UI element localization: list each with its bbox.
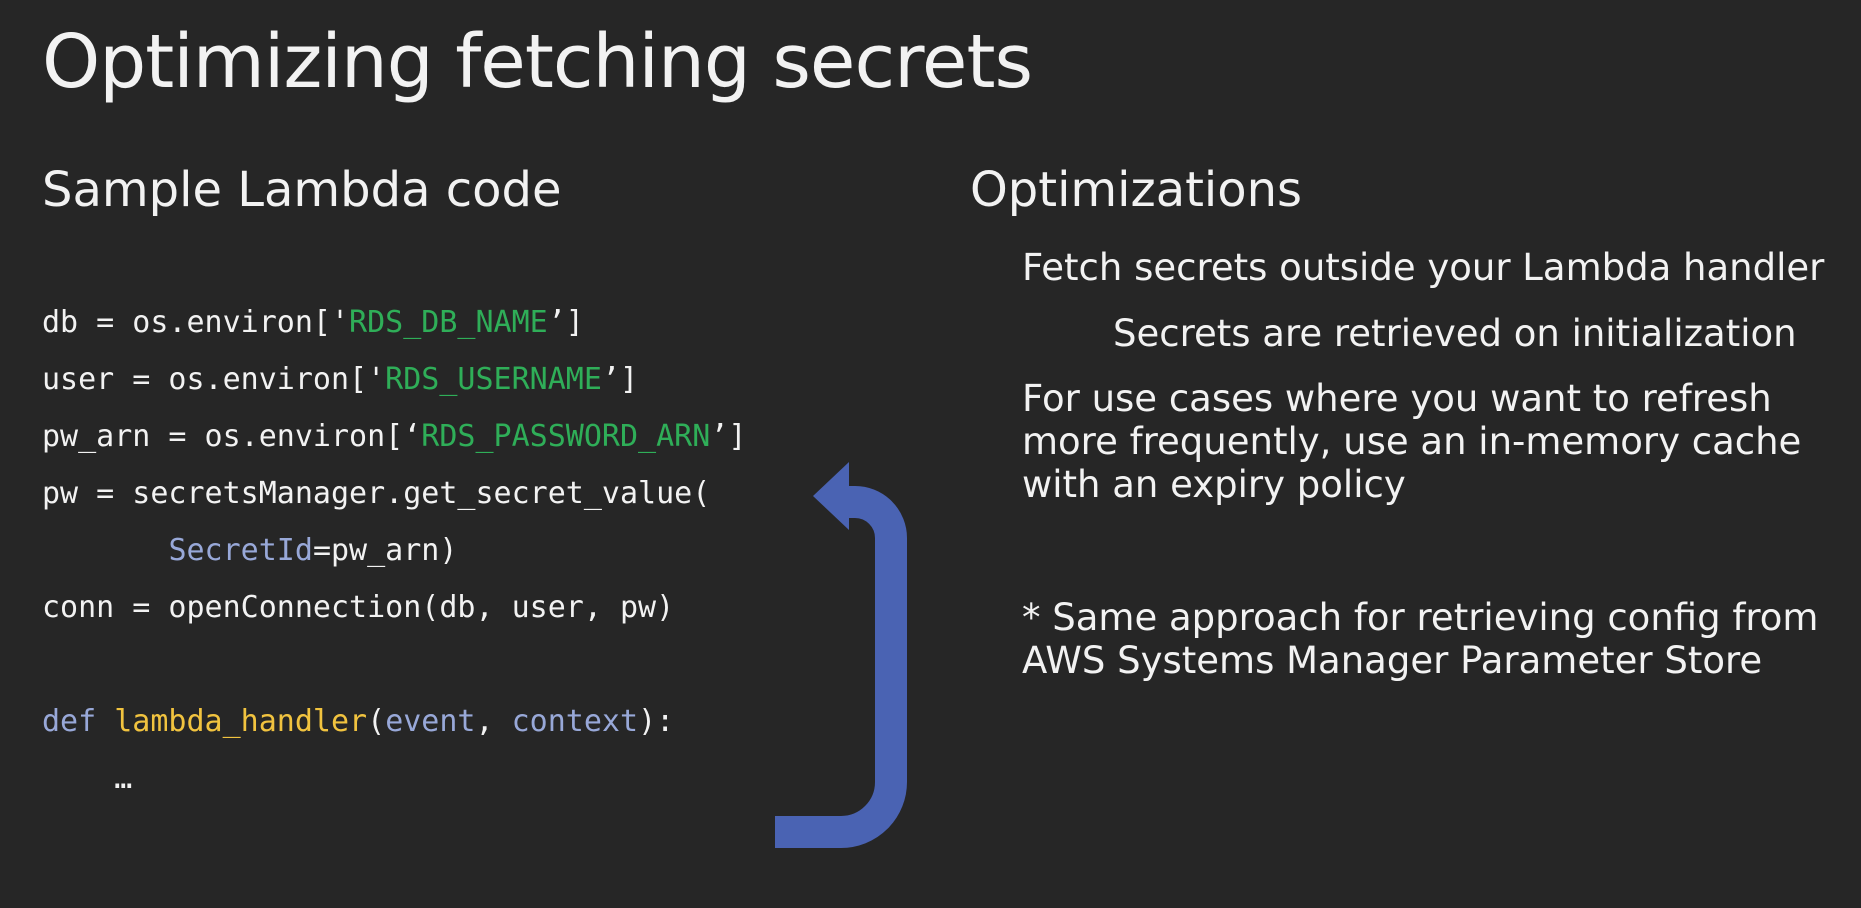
parameter-context: context [511,704,639,739]
code-line-user: user = os.environ['RDS_USERNAME’] [42,351,746,408]
code-section-heading: Sample Lambda code [42,162,562,218]
code-text: user = os.environ[' [42,362,386,397]
parameter-event: event [385,704,476,739]
slide-title: Optimizing fetching secrets [42,19,1033,105]
code-indent [42,533,168,568]
code-line-secret-id: SecretId=pw_arn) [42,522,746,579]
code-line-conn: conn = openConnection(db, user, pw) [42,590,675,625]
code-comma: , [475,704,512,739]
curved-return-arrow-icon [775,462,907,848]
parameter-name: SecretId [168,533,313,568]
code-paren: ( [367,704,386,739]
code-text: ’] [601,362,639,397]
function-name: lambda_handler [114,704,368,739]
code-line-handler: def lambda_handler(event, context): [42,693,746,750]
code-line-db: db = os.environ['RDS_DB_NAME’] [42,294,746,351]
code-text: pw_arn = os.environ[‘ [42,419,422,454]
code-line-ellipsis: … [42,761,133,796]
string-literal: RDS_USERNAME [385,362,602,397]
code-text: db = os.environ[' [42,305,350,340]
optimization-item-cache: For use cases where you want to refresh … [1022,377,1802,506]
code-paren: ): [638,704,675,739]
code-text: ’] [547,305,584,340]
code-block: db = os.environ['RDS_DB_NAME’] user = os… [42,294,746,807]
code-text: ’] [710,419,747,454]
string-literal: RDS_PASSWORD_ARN [421,419,711,454]
code-text: =pw_arn) [312,533,458,568]
optimizations-heading: Optimizations [970,162,1303,218]
code-line-blank [42,636,746,693]
code-line-pw: pw = secretsManager.get_secret_value( [42,476,711,511]
keyword-def: def [42,704,97,739]
code-space [96,704,114,739]
code-line-pw-arn: pw_arn = os.environ[‘RDS_PASSWORD_ARN’] [42,408,746,465]
optimization-item-initialization: Secrets are retrieved on initialization [1113,312,1797,355]
optimization-note-parameter-store: * Same approach for retrieving config fr… [1022,596,1819,682]
optimizations-list: Fetch secrets outside your Lambda handle… [1022,246,1842,682]
string-literal: RDS_DB_NAME [349,305,548,340]
optimization-item-fetch-outside: Fetch secrets outside your Lambda handle… [1022,246,1825,289]
